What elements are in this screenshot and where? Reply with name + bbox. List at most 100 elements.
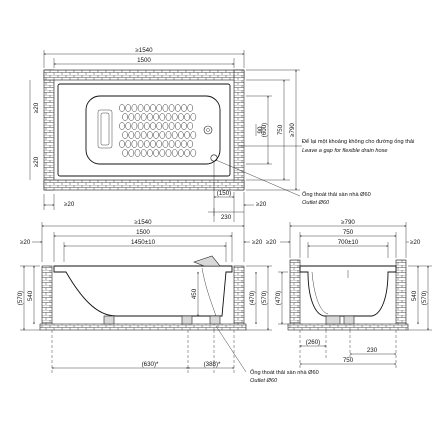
anti-slip-dot — [153, 113, 159, 121]
end-floor — [287, 323, 409, 331]
anti-slip-dot — [150, 104, 156, 112]
anti-slip-dot — [128, 131, 135, 139]
anti-slip-dot — [181, 104, 187, 112]
anti-slip-dot — [143, 140, 150, 148]
side-dim-450: 450 — [191, 288, 198, 299]
plan-note-outlet-vi: Ống thoát thải sàn nhà Ø60 — [302, 191, 371, 198]
anti-slip-dot — [190, 131, 197, 139]
side-wall-left — [41, 265, 53, 325]
anti-slip-dot — [184, 113, 190, 121]
anti-slip-dot — [156, 140, 163, 148]
side-foot-right — [181, 315, 193, 325]
plan-note-gap-vi: Để lại một khoảng không cho đường ống th… — [302, 138, 414, 145]
plan-dim-overall: ≥1540 — [135, 47, 153, 54]
anti-slip-dot — [174, 122, 181, 130]
end-dim-overall: ≥790 — [341, 219, 355, 226]
side-dim-right-wall: ≥20 — [252, 239, 263, 246]
anti-slip-dot — [131, 122, 138, 130]
side-dim-388: (388)* — [204, 361, 221, 368]
anti-slip-dot — [162, 140, 169, 148]
anti-slip-dot — [178, 113, 184, 121]
anti-slip-dot — [156, 122, 163, 130]
side-wall-right — [233, 265, 245, 325]
anti-slip-dot — [150, 122, 156, 130]
end-dim-260: (260) — [306, 339, 320, 346]
side-foot-left — [103, 315, 115, 325]
anti-slip-dot — [134, 113, 141, 121]
plan-headrest — [97, 109, 113, 149]
anti-slip-dot — [190, 149, 197, 157]
anti-slip-dot — [131, 140, 138, 148]
plan-wall-bottom — [43, 179, 245, 191]
plan-dim-left-wall: ≥20 — [33, 102, 40, 113]
plan-overflow — [203, 125, 213, 135]
anti-slip-dot — [159, 149, 166, 157]
side-dim-570-left: (570) — [17, 291, 24, 305]
plan-dim-bottom-wall: ≥20 — [64, 201, 75, 208]
side-dim-basin: 1450±10 — [131, 239, 156, 246]
anti-slip-dot — [168, 140, 175, 148]
side-drain-trap — [209, 315, 221, 325]
anti-slip-dot — [137, 122, 144, 130]
anti-slip-dot — [122, 149, 128, 157]
anti-slip-dot — [137, 140, 144, 148]
plan-note-outlet-en: Outlet Ø60 — [302, 200, 330, 206]
anti-slip-dot — [147, 113, 153, 121]
plan-dim-90: 90 — [257, 126, 264, 133]
end-elevation-view: ≥790 750 700±10 ≥20 ≥20 (470) 540 (570) … — [266, 219, 432, 368]
side-dim-left-wall: ≥20 — [20, 239, 31, 246]
anti-slip-dot — [168, 104, 175, 112]
anti-slip-dot — [174, 140, 181, 148]
anti-slip-dot — [187, 104, 194, 112]
anti-slip-dot — [128, 113, 135, 121]
anti-slip-dot — [134, 149, 141, 157]
anti-slip-dot — [181, 122, 187, 130]
end-dim-left-wall: ≥20 — [266, 239, 277, 246]
anti-slip-dot — [140, 131, 147, 139]
plan-dim-600: (600) — [261, 123, 268, 137]
anti-slip-dot — [178, 131, 184, 139]
end-dim-inner: 750 — [343, 229, 354, 236]
plan-dim-left-wall-lower: ≥20 — [33, 156, 40, 167]
end-wall-left — [289, 259, 301, 325]
anti-slip-dot — [150, 140, 156, 148]
plan-wall-left — [43, 69, 55, 191]
anti-slip-dot — [143, 104, 150, 112]
anti-slip-dot — [134, 131, 141, 139]
anti-slip-dot — [190, 113, 197, 121]
side-dim-630: (630)* — [142, 361, 159, 368]
side-dim-overall: ≥1540 — [134, 219, 152, 226]
end-dim-540: 540 — [411, 290, 418, 301]
anti-slip-dot — [174, 104, 181, 112]
plan-wall-top — [43, 69, 245, 81]
end-dim-570: (570) — [421, 291, 428, 305]
anti-slip-dot — [165, 149, 172, 157]
anti-slip-dot — [122, 131, 128, 139]
plan-anti-slip-dots — [119, 104, 197, 157]
anti-slip-dot — [165, 131, 172, 139]
plan-view: ≥1540 1500 ≥20 ≥20 ≥20 (150) 230 ≥20 ≥79… — [29, 47, 414, 222]
end-tub-profile — [299, 265, 397, 317]
end-dim-right-wall: ≥20 — [410, 239, 421, 246]
anti-slip-dot — [159, 131, 166, 139]
anti-slip-dot — [187, 122, 194, 130]
side-dim-570-right: (570) — [261, 291, 268, 305]
anti-slip-dot — [128, 149, 135, 157]
side-dim-470-right: (470) — [249, 291, 256, 305]
anti-slip-dot — [125, 122, 132, 130]
side-floor — [39, 323, 247, 331]
anti-slip-dot — [131, 104, 138, 112]
side-note-outlet-en: Outlet Ø60 — [250, 378, 278, 384]
plan-dim-790: ≥790 — [289, 123, 296, 137]
side-elevation-view: ≥1540 1500 1450±10 ≥20 ≥20 (570) 540 450… — [17, 219, 319, 384]
side-note-outlet-vi: Ống thoát thải sàn nhà Ø60 — [250, 369, 319, 376]
anti-slip-dot — [162, 122, 169, 130]
anti-slip-dot — [187, 140, 194, 148]
anti-slip-dot — [119, 122, 125, 130]
anti-slip-dot — [140, 149, 147, 157]
anti-slip-dot — [147, 131, 153, 139]
side-dim-inner: 1500 — [136, 229, 150, 236]
anti-slip-dot — [137, 104, 144, 112]
end-dim-750: 750 — [343, 357, 354, 364]
